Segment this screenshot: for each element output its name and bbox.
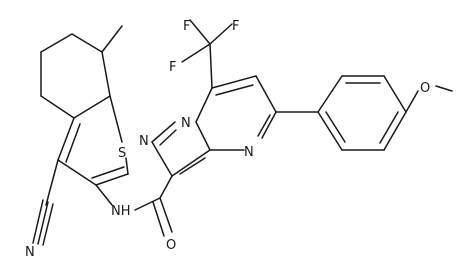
pyrimidine-nitrogen-label: N [244, 145, 254, 160]
sulfur-label: S [118, 146, 126, 161]
pyrazole-nitrogen-label: N [139, 134, 149, 149]
fluorine-label-2: F [169, 60, 176, 75]
trifluoromethyl-group [181, 19, 233, 89]
thiophene-ring [57, 95, 129, 186]
bridgehead-nitrogen-label: N [181, 116, 191, 131]
methoxy-oxygen-label: O [420, 81, 430, 96]
fluorine-label-1: F [183, 19, 190, 34]
carbonyl-oxygen-label: O [166, 238, 176, 253]
methoxyphenyl-group [275, 75, 453, 151]
amide-linker [95, 175, 173, 237]
nitrile-nitrogen-label: N [25, 245, 35, 260]
pyrazole-ring [151, 121, 211, 177]
cyclohexene-ring [40, 25, 123, 119]
pyrimidine-ring [195, 75, 277, 151]
nitrile-group [32, 159, 59, 246]
fluorine-label-3: F [232, 19, 239, 34]
amide-nh-label: NH [111, 204, 131, 219]
